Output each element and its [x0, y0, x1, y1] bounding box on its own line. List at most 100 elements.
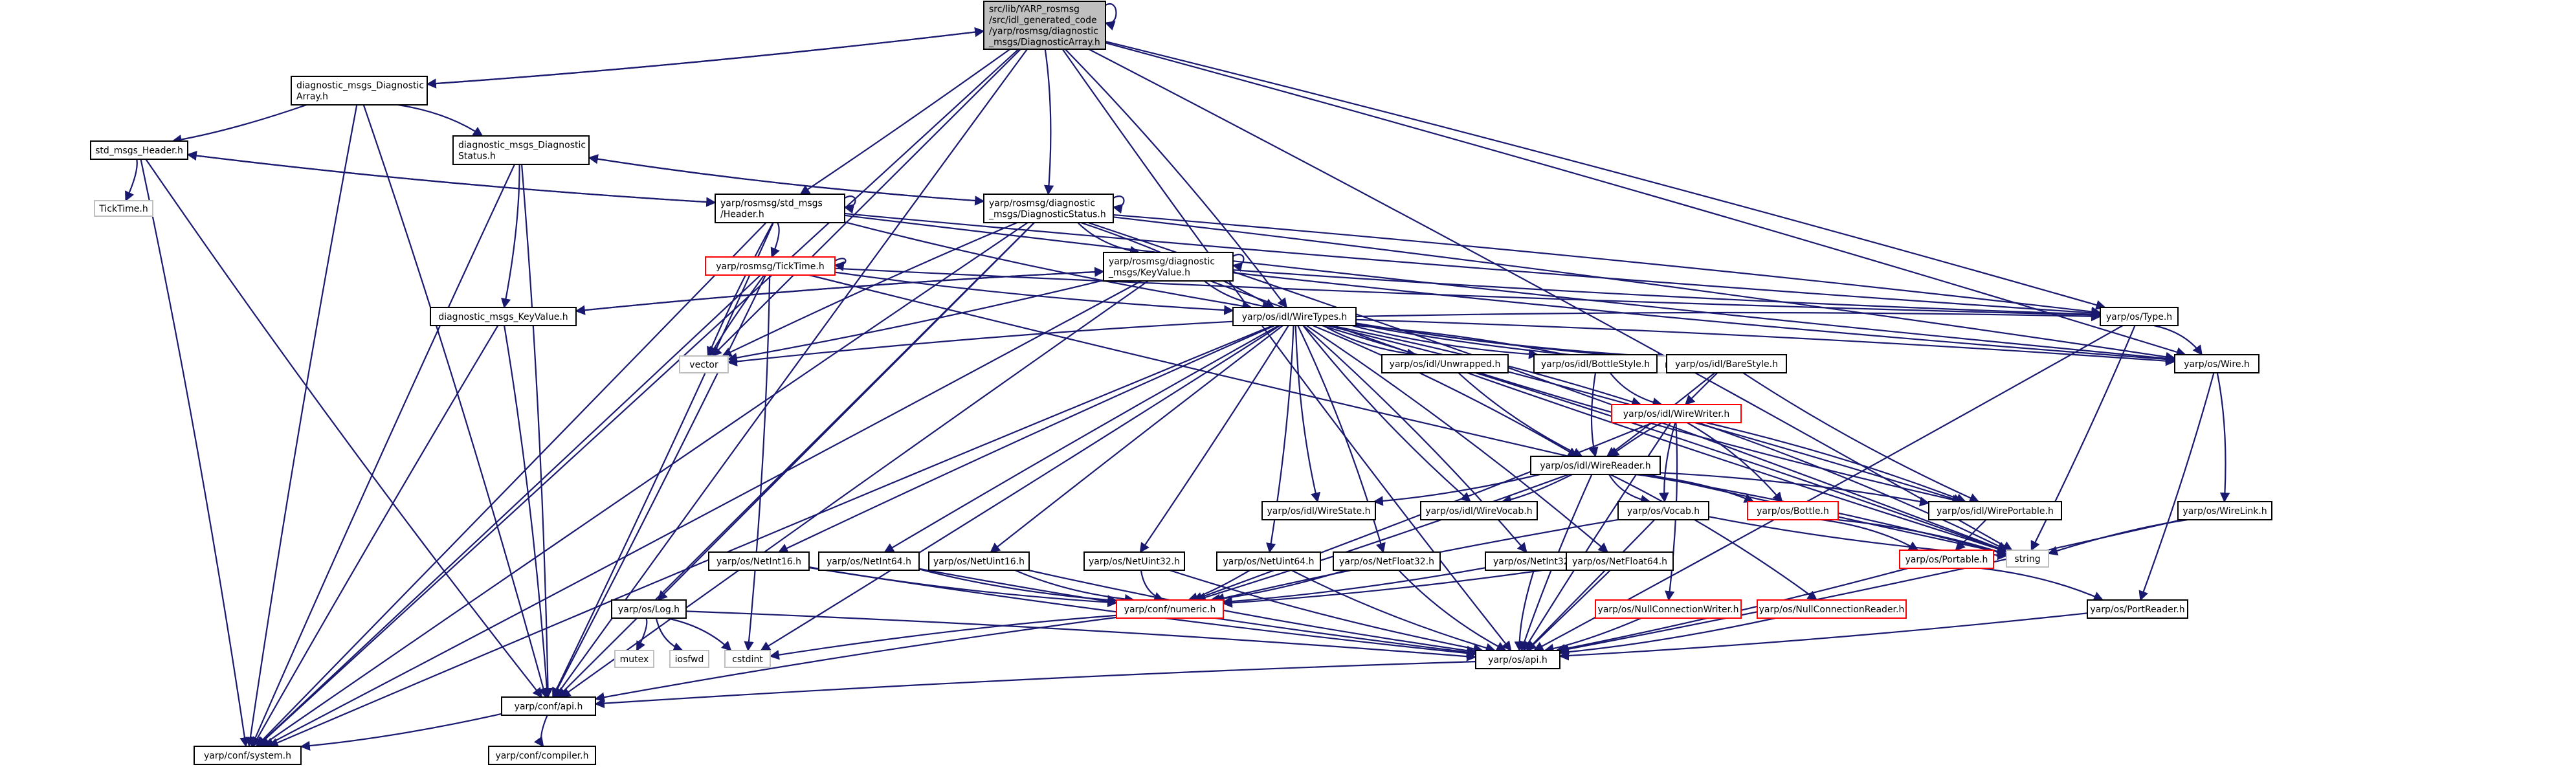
node-portreader[interactable]: yarp/os/PortReader.h [2087, 599, 2188, 619]
node-dms[interactable]: diagnostic_msgs_DiagnosticStatus.h [452, 135, 590, 165]
node-nf64[interactable]: yarp/os/NetFloat64.h [1566, 551, 1674, 571]
edge-nu32-to-api [1169, 569, 1483, 654]
edge-root-to-root [1104, 3, 1117, 30]
edge-bottle-to-portable [1821, 518, 1919, 551]
node-vector: vector [679, 355, 729, 373]
edge-ykv-to-wire [1232, 272, 2176, 364]
node-box [818, 551, 920, 571]
node-box [1530, 456, 1661, 475]
node-box [1566, 551, 1674, 571]
edge-wt-to-type [1355, 311, 2102, 322]
edge-nf32-to-api [1398, 570, 1507, 651]
node-box [1928, 501, 2062, 520]
edge-nu64-to-numeric [1187, 570, 1250, 603]
node-box [2087, 599, 2188, 619]
node-wirevocab[interactable]: yarp/os/idl/WireVocab.h [1420, 501, 1538, 520]
node-unwrapped[interactable]: yarp/os/idl/Unwrapped.h [1381, 354, 1509, 373]
node-stdh[interactable]: std_msgs_Header.h [90, 140, 188, 160]
node-wirewriter[interactable]: yarp/os/idl/WireWriter.h [1611, 404, 1742, 423]
node-ydsh[interactable]: yarp/rosmsg/diagnostic_msgs/DiagnosticSt… [983, 194, 1114, 223]
node-label: yarp/os/NetUint64.h [1223, 557, 1314, 567]
node-portable[interactable]: yarp/os/Portable.h [1899, 550, 1994, 569]
edge-unwrapped-to-wirereader [1458, 372, 1583, 457]
node-root[interactable]: src/lib/YARP_rosmsg/src/idl_generated_co… [983, 1, 1106, 50]
node-label: yarp/os/NetUint32.h [1089, 557, 1180, 567]
edge-type-to-wire [2153, 324, 2203, 356]
node-string: string [2006, 550, 2049, 568]
edge-ykv-to-vector [727, 279, 1104, 363]
node-system[interactable]: yarp/conf/system.h [194, 746, 302, 765]
node-label: yarp/os/idl/WireVocab.h [1425, 506, 1532, 517]
node-wt[interactable]: yarp/os/idl/WireTypes.h [1232, 307, 1357, 326]
edge-portable-to-portreader [1981, 567, 2104, 601]
node-box [1899, 550, 1994, 569]
edge-ykv-to-flags [560, 280, 1149, 698]
node-nullreader[interactable]: yarp/os/NullConnectionReader.h [1757, 599, 1907, 619]
node-numeric[interactable]: yarp/conf/numeric.h [1116, 599, 1224, 619]
edge-bottle-to-string [1837, 518, 2008, 557]
node-barestyle[interactable]: yarp/os/idl/BareStyle.h [1666, 354, 1787, 373]
node-ni64[interactable]: yarp/os/NetInt64.h [818, 551, 920, 571]
node-type[interactable]: yarp/os/Type.h [2100, 307, 2179, 326]
node-nu32[interactable]: yarp/os/NetUint32.h [1083, 551, 1185, 571]
edge-nf64-to-api [1526, 570, 1611, 652]
node-wirestate[interactable]: yarp/os/idl/WireState.h [1261, 501, 1376, 520]
node-api[interactable]: yarp/os/api.h [1475, 650, 1560, 669]
node-label: yarp/conf/system.h [204, 751, 291, 761]
edge-ykv-to-system [263, 280, 1142, 747]
node-ykv[interactable]: yarp/rosmsg/diagnostic_msgs/KeyValue.h [1103, 252, 1234, 282]
node-bottlestyle[interactable]: yarp/os/idl/BottleStyle.h [1533, 354, 1658, 373]
node-dma[interactable]: diagnostic_msgs_DiagnosticArray.h [291, 76, 428, 106]
edge-root-to-ydsh [1043, 49, 1054, 195]
node-label: yarp/rosmsg/diagnostic [989, 199, 1095, 209]
edge-wirewriter-to-bottle [1687, 422, 1783, 503]
edge-ytt-to-ytt [834, 258, 847, 271]
node-wireportable[interactable]: yarp/os/idl/WirePortable.h [1928, 501, 2062, 520]
node-box [1611, 404, 1742, 423]
node-label: yarp/rosmsg/diagnostic [1109, 257, 1215, 267]
node-compiler[interactable]: yarp/conf/compiler.h [488, 746, 596, 765]
node-box [1617, 501, 1709, 520]
node-label: yarp/os/idl/WirePortable.h [1937, 506, 2054, 517]
edge-root-to-vector [711, 49, 1021, 357]
node-box [1595, 599, 1742, 619]
node-wirereader[interactable]: yarp/os/idl/WireReader.h [1530, 456, 1661, 475]
edge-ytt-to-cstdint [744, 274, 771, 652]
dependency-edges [125, 3, 2230, 751]
node-nu64[interactable]: yarp/os/NetUint64.h [1216, 551, 1321, 571]
edge-stdh-to-flags [145, 159, 543, 698]
edge-ydsh-to-ykv [1077, 222, 1140, 256]
node-nf32[interactable]: yarp/os/NetFloat32.h [1333, 551, 1441, 571]
edge-ydsh-to-system [260, 222, 1028, 747]
node-nullwriter[interactable]: yarp/os/NullConnectionWriter.h [1595, 599, 1742, 619]
node-cstdint: cstdint [724, 650, 771, 668]
edge-nu32-to-numeric [1140, 570, 1164, 602]
node-wire[interactable]: yarp/os/Wire.h [2174, 354, 2260, 373]
node-bottle[interactable]: yarp/os/Bottle.h [1747, 501, 1839, 520]
node-label: yarp/os/Log.h [618, 605, 680, 615]
edge-ytt-to-flags [552, 274, 766, 698]
node-ni16[interactable]: yarp/os/NetInt16.h [708, 551, 810, 571]
node-ysh[interactable]: yarp/rosmsg/std_msgs/Header.h [715, 194, 845, 223]
node-nu16[interactable]: yarp/os/NetUint16.h [928, 551, 1030, 571]
node-box [669, 650, 709, 668]
node-ytt[interactable]: yarp/rosmsg/TickTime.h [705, 256, 836, 276]
node-wirelink[interactable]: yarp/os/WireLink.h [2177, 501, 2272, 520]
node-flags[interactable]: yarp/conf/api.h [501, 696, 596, 716]
node-box [614, 650, 654, 668]
node-vocab[interactable]: yarp/os/Vocab.h [1617, 501, 1709, 520]
node-label: yarp/os/NetFloat32.h [1339, 557, 1434, 567]
edge-log-to-mutex [636, 617, 648, 652]
node-log[interactable]: yarp/os/Log.h [611, 599, 687, 619]
edge-ydsh-to-flags [557, 222, 1035, 698]
node-dkv[interactable]: diagnostic_msgs_KeyValue.h [430, 307, 577, 326]
node-box [983, 1, 1106, 50]
node-label: yarp/os/idl/BottleStyle.h [1541, 359, 1650, 370]
node-box [1420, 501, 1538, 520]
node-box [1533, 354, 1658, 373]
node-box [611, 599, 687, 619]
edge-wt-to-wirereader [1312, 324, 1579, 457]
node-label: /Header.h [720, 210, 764, 220]
edge-portreader-to-api [1559, 612, 2088, 661]
edge-root-to-wt [1064, 49, 1287, 309]
